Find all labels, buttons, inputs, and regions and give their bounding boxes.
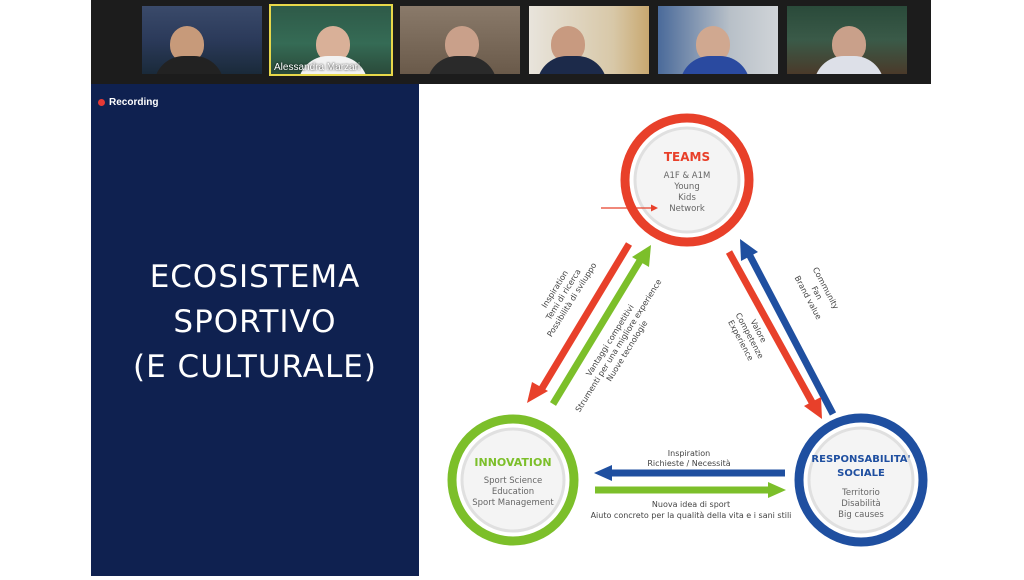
participant-tile[interactable] bbox=[785, 4, 909, 76]
slide-title-line: ECOSISTEMA bbox=[91, 255, 419, 300]
participant-tile-active-speaker[interactable]: Alessandra Marzari bbox=[269, 4, 393, 76]
teams-item: Network bbox=[669, 204, 705, 214]
innovation-item: Sport Science bbox=[484, 476, 542, 486]
participant-tile[interactable] bbox=[656, 4, 780, 76]
innovation-node: INNOVATION Sport Science Education Sport… bbox=[452, 419, 574, 541]
participant-name: Alessandra Marzari bbox=[274, 62, 360, 73]
recording-indicator: Recording bbox=[98, 97, 158, 108]
flow-text: Aiuto concreto per la qualità della vita… bbox=[591, 511, 792, 520]
flow-text: Inspiration bbox=[668, 449, 710, 458]
innovation-title: INNOVATION bbox=[474, 456, 551, 469]
teams-item: A1F & A1M bbox=[664, 171, 711, 181]
teams-title: TEAMS bbox=[664, 150, 710, 164]
flow-text: Richieste / Necessità bbox=[647, 459, 730, 468]
slide-title-line: (E CULTURALE) bbox=[91, 345, 419, 390]
innovation-item: Education bbox=[492, 487, 534, 497]
participant-strip: Alessandra Marzari bbox=[91, 0, 931, 84]
flow-text: Nuova idea di sport bbox=[652, 500, 730, 509]
teams-node: TEAMS A1F & A1M Young Kids Network bbox=[601, 118, 749, 242]
recording-label: Recording bbox=[109, 97, 158, 108]
innovation-item: Sport Management bbox=[472, 498, 554, 508]
recording-dot-icon bbox=[98, 99, 105, 106]
arrow-innovation-to-social bbox=[595, 482, 786, 498]
social-item: Territorio bbox=[841, 488, 880, 498]
participant-tile[interactable] bbox=[527, 4, 651, 76]
participant-tile[interactable] bbox=[398, 4, 522, 76]
slide-diagram-panel: TEAMS A1F & A1M Young Kids Network INNOV… bbox=[419, 84, 931, 576]
ecosystem-diagram: TEAMS A1F & A1M Young Kids Network INNOV… bbox=[419, 84, 931, 576]
social-title: SOCIALE bbox=[837, 468, 885, 479]
social-item: Disabilità bbox=[841, 499, 881, 509]
flow-label-teams-to-innovation: Inspiration Temi di ricerca Possibilità … bbox=[528, 250, 598, 338]
social-responsibility-node: RESPONSABILITA' SOCIALE Territorio Disab… bbox=[799, 418, 923, 542]
slide-title-line: SPORTIVO bbox=[91, 300, 419, 345]
slide-title: ECOSISTEMA SPORTIVO (E CULTURALE) bbox=[91, 255, 419, 390]
teams-item: Kids bbox=[678, 193, 696, 203]
social-item: Big causes bbox=[838, 510, 884, 520]
social-title: RESPONSABILITA' bbox=[811, 454, 910, 465]
teams-item: Young bbox=[673, 182, 699, 192]
flow-label-social-to-teams: Community Fan Brand value bbox=[793, 265, 841, 321]
participant-tile[interactable] bbox=[140, 4, 264, 76]
